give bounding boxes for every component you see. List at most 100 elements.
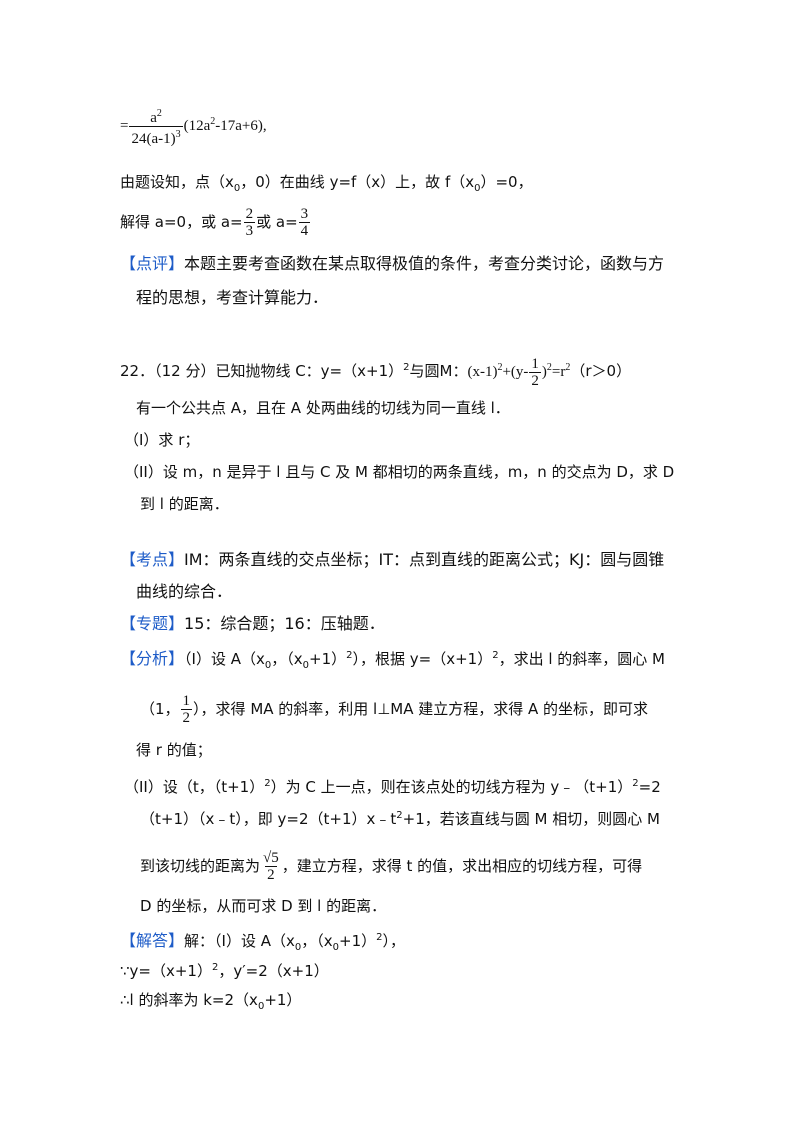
numerator: √5 xyxy=(263,850,279,866)
text: （II）设（t，（t+1） xyxy=(124,778,265,796)
numerator: 1 xyxy=(182,693,191,709)
text: 解得 a=0，或 a= xyxy=(120,213,243,231)
poly-part: (12a xyxy=(183,117,211,134)
exponent: 3 xyxy=(175,129,181,140)
fenxi-line-7: D 的坐标，从而可求 D 到 l 的距离． xyxy=(140,896,386,916)
exponent: 2 xyxy=(156,108,162,119)
text: 由题设知，点（x xyxy=(120,173,234,191)
subscript: 0 xyxy=(257,1001,265,1012)
text: 15：综合题；16：压轴题． xyxy=(184,614,385,633)
text: 程的思想，考查计算能力． xyxy=(136,288,329,307)
denominator: 2 xyxy=(180,709,193,726)
text: （t+1）（x﹣t），即 y=2（t+1）x﹣t xyxy=(140,810,397,828)
subscript: 0 xyxy=(233,183,241,194)
kaodian-line-2: 曲线的综合． xyxy=(136,582,232,602)
text: 22．（12 分）已知抛物线 C：y=（x+1） xyxy=(120,361,404,380)
denominator: 4 xyxy=(298,222,311,239)
review-line-2: 程的思想，考查计算能力． xyxy=(136,288,328,308)
text: 到 l 的距离． xyxy=(140,495,229,513)
fenxi-line-4: （II）设（t，（t+1）2）为 C 上一点，则在该点处的切线方程为 y﹣（t+… xyxy=(124,774,661,797)
fenxi-tag: 【分析】 xyxy=(120,649,185,668)
text: ∴l 的斜率为 k=2（x xyxy=(120,991,258,1009)
text: =2 xyxy=(638,778,661,796)
exponent: 2 xyxy=(210,115,216,127)
text: +1） xyxy=(264,991,302,1009)
subscript: 0 xyxy=(264,660,272,671)
text-line-x0: 由题设知，点（x0，0）在曲线 y=f（x）上，故 f（x0）=0， xyxy=(120,172,533,199)
subscript: 0 xyxy=(474,183,481,194)
numerator: 3 xyxy=(300,206,309,222)
text: ），根据 y=（x+1） xyxy=(352,650,493,668)
text: ，0）在曲线 y=f（x）上，故 f（x xyxy=(240,173,475,191)
exponent: 2 xyxy=(565,361,571,373)
zhuanti-line: 【专题】15：综合题；16：压轴题． xyxy=(120,614,385,634)
review-line-1: 【点评】本题主要考查函数在某点取得极值的条件，考查分类讨论，函数与方 xyxy=(120,254,664,274)
text: ），求得 MA 的斜率，利用 l⊥MA 建立方程，求得 A 的坐标，即可求 xyxy=(193,700,649,718)
text: +1） xyxy=(339,932,377,950)
exponent: 2 xyxy=(346,650,353,661)
eq-part: =r xyxy=(551,363,566,380)
numerator: 2 xyxy=(245,206,254,222)
fenxi-line-1: 【分析】（I）设 A（x0，（x0+1）2），根据 y=（x+1）2，求出 l … xyxy=(120,646,665,676)
denominator: 24(a-1) xyxy=(131,131,176,147)
text: 有一个公共点 A，且在 A 处两曲线的切线为同一直线 l． xyxy=(136,399,510,417)
text: （1， xyxy=(140,700,180,718)
text: ，建立方程，求得 t 的值，求出相应的切线方程，可得 xyxy=(281,857,643,875)
exponent: 2 xyxy=(403,361,410,373)
text: +1，若该直线与圆 M 相切，则圆心 M xyxy=(402,810,660,828)
question-22-part-2: （II）设 m，n 是异于 l 且与 C 及 M 都相切的两条直线，m，n 的交… xyxy=(124,462,674,482)
text: （II）设 m，n 是异于 l 且与 C 及 M 都相切的两条直线，m，n 的交… xyxy=(124,463,675,481)
text: ∵y=（x+1） xyxy=(120,962,212,980)
denominator: 2 xyxy=(529,372,541,389)
jieda-line-2: ∵y=（x+1）2，y′=2（x+1） xyxy=(120,958,329,981)
eq-part: ) xyxy=(541,363,547,380)
numerator: 1 xyxy=(531,356,539,372)
text: 或 a= xyxy=(256,213,298,231)
jieda-line-3: ∴l 的斜率为 k=2（x0+1） xyxy=(120,990,301,1017)
exponent: 2 xyxy=(632,778,639,789)
text: 到该切线的距离为 xyxy=(140,857,261,875)
text: ，（x xyxy=(271,650,303,668)
text: ）为 C 上一点，则在该点处的切线方程为 y﹣（t+1） xyxy=(270,778,633,796)
text: 得 r 的值； xyxy=(136,741,212,759)
numerator: a xyxy=(150,110,157,126)
text: （I）设 A（x xyxy=(184,650,265,668)
denominator: 2 xyxy=(265,866,277,883)
question-22-part-1: （I）求 r； xyxy=(124,430,199,450)
poly-part: -17a+6), xyxy=(215,117,267,134)
text: （I）求 r； xyxy=(124,431,200,449)
exponent: 2 xyxy=(211,962,219,973)
kaodian-line-1: 【考点】IM：两条直线的交点坐标；IT：点到直线的距离公式；KJ：圆与圆锥 xyxy=(120,550,664,570)
exponent: 2 xyxy=(376,932,383,943)
exponent: 2 xyxy=(492,650,499,661)
eq-part: (x-1) xyxy=(467,363,498,380)
question-22-line-1: 22．（12 分）已知抛物线 C：y=（x+1）2与圆M：(x-1)2+(y-1… xyxy=(120,356,631,389)
subscript: 0 xyxy=(294,942,302,953)
text: D 的坐标，从而可求 D 到 l 的距离． xyxy=(140,897,387,915)
question-22-line-2: 有一个公共点 A，且在 A 处两曲线的切线为同一直线 l． xyxy=(136,398,510,418)
eq-part: +(y- xyxy=(502,363,529,380)
exponent: 2 xyxy=(396,810,403,821)
text: 与圆M： xyxy=(409,361,468,380)
text: ，求出 l 的斜率，圆心 M xyxy=(498,650,665,668)
text: ）=0， xyxy=(480,173,533,191)
fraction: a2 24(a-1)3 xyxy=(129,106,183,147)
review-tag: 【点评】 xyxy=(120,254,185,273)
text: IM：两条直线的交点坐标；IT：点到直线的距离公式；KJ：圆与圆锥 xyxy=(184,550,665,569)
text: 曲线的综合． xyxy=(136,582,233,601)
jieda-line-1: 【解答】解：（I）设 A（x0，（x0+1）2）， xyxy=(120,928,405,958)
question-22-part-2-cont: 到 l 的距离． xyxy=(140,494,229,514)
fenxi-line-5: （t+1）（x﹣t），即 y=2（t+1）x﹣t2+1，若该直线与圆 M 相切，… xyxy=(140,806,660,829)
exponent: 2 xyxy=(264,778,271,789)
text: ，y′=2（x+1） xyxy=(218,962,329,980)
equals-sign: = xyxy=(120,117,129,134)
